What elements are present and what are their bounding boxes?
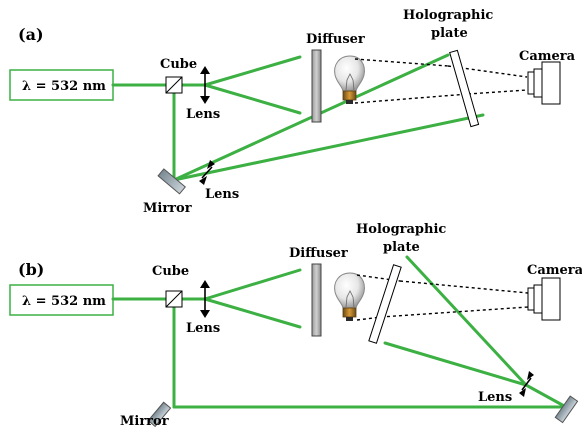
laser-label: λ = 532 nm [22,79,106,94]
holographic-plate-b [368,264,402,344]
laser-label-b: λ = 532 nm [22,294,106,309]
camera-label-b: Camera [527,263,582,278]
camera-icon [527,61,561,105]
light-bulb-icon [334,272,365,321]
panel-b-letter: (b) [18,260,44,279]
lens-top-label: Lens [186,107,220,122]
mirror-label-b: Mirror [120,414,169,429]
beam-object-upper [203,55,302,87]
plate-label-line2: plate [431,26,468,41]
beam-object-lower [203,83,302,115]
lens-top-b [200,280,210,318]
diffuser-b [311,263,322,337]
light-bulb-icon [334,55,365,104]
lens-top-label-b: Lens [186,321,220,336]
panel-b: (b) λ = 532 nm Cube Lens Lens [9,222,582,429]
mirror-b [147,401,172,428]
holographic-plate [449,49,480,128]
diffuser-label: Diffuser [306,32,365,47]
plate-label-line1: Holographic [403,8,493,23]
lens-right-label-b: Lens [478,390,512,405]
lens-bottom-label: Lens [205,187,239,202]
mirror-right-b [554,395,579,424]
lens-bottom [199,160,215,185]
beam-reference-upper [172,53,450,182]
diffuser [311,49,322,123]
lens-top [200,66,210,104]
beam-reference-lower [172,113,485,182]
panel-a-letter: (a) [18,25,44,44]
panel-a: (a) λ = 532 nm Cube Lens Mirror [9,8,576,216]
cube-label: Cube [160,57,197,72]
diffuser-label-b: Diffuser [289,246,348,261]
laser-box-b [9,284,114,316]
camera-icon [527,277,561,321]
mirror [157,168,187,195]
laser-box [9,69,114,101]
mirror-label: Mirror [143,201,192,216]
lens-right-b [519,371,534,397]
plate-label-line1-b: Holographic [356,222,446,237]
camera-label: Camera [519,49,576,64]
plate-label-line2-b: plate [383,240,420,255]
cube-label-b: Cube [152,264,189,279]
